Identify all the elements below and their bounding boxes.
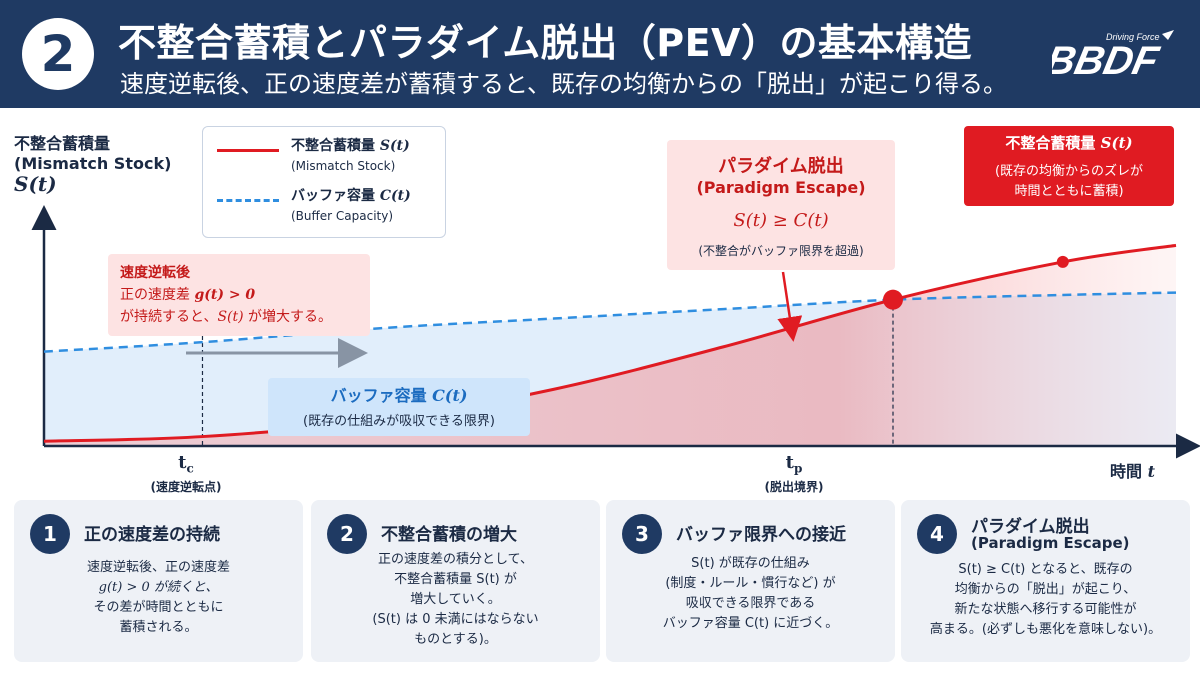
escape-point (883, 289, 903, 310)
legend-item-buffer: バッファ容量 C(t) (Buffer Capacity) (217, 185, 439, 231)
escape-pointer-arrow (777, 271, 803, 342)
step-card-4: 4 パラダイム脱出 (Paradigm Escape) S(t) ≥ C(t) … (901, 500, 1190, 662)
x-axis-label: 時間 t (1110, 462, 1155, 481)
mismatch-stock-line (43, 243, 1177, 443)
chart-legend: 不整合蓄積量 S(t) (Mismatch Stock) バッファ容量 C(t)… (202, 126, 446, 238)
y-axis-label: 不整合蓄積量 (Mismatch Stock) S(t) (14, 134, 172, 196)
step-card-3: 3 バッファ限界への接近 S(t) が既存の仕組み (制度・ルール・慣行など) … (606, 500, 895, 662)
speed-reversal-note: 速度逆転後 正の速度差 g(t) > 0 が持続すると、S(t) が増大する。 (108, 254, 370, 336)
tick-tp: tp (脱出境界) (764, 452, 824, 494)
header-bar: 2 不整合蓄積とパラダイム脱出（PEV）の基本構造 速度逆転後、正の速度差が蓄積… (0, 0, 1200, 108)
mismatch-stock-note: 不整合蓄積量 S(t) (既存の均衡からのズレが 時間とともに蓄積) (964, 126, 1174, 206)
section-number-badge: 2 (22, 18, 94, 90)
legend-dashed-line (217, 199, 279, 202)
step-card-2: 2 不整合蓄積の増大 正の速度差の積分として、 不整合蓄積量 S(t) が 増大… (311, 500, 600, 662)
legend-solid-line (217, 149, 279, 152)
logo-text: BBDF (1052, 37, 1164, 82)
paradigm-escape-note: パラダイム脱出 (Paradigm Escape) S(t) ≥ C(t) (不… (667, 140, 895, 270)
buffer-capacity-note: バッファ容量 C(t) (既存の仕組みが吸収できる限界) (268, 378, 530, 436)
page-subtitle: 速度逆転後、正の速度差が蓄積すると、既存の均衡からの「脱出」が起こり得る。 (120, 70, 1008, 98)
buffer-capacity-line (43, 291, 1177, 353)
bbdf-logo-icon: BBDF Driving Force (1052, 30, 1174, 83)
tick-tc: tc (速度逆転点) (150, 452, 222, 494)
mismatch-chart (31, 205, 1200, 459)
mismatch-stock-area (44, 245, 1176, 446)
logo-tagline: Driving Force (1106, 32, 1160, 42)
step-card-1: 1 正の速度差の持続 速度逆転後、正の速度差 g(t) > 0 が続くと、 その… (14, 500, 303, 662)
stock-marker-point (1056, 255, 1069, 268)
page-title: 不整合蓄積とパラダイム脱出（PEV）の基本構造 (118, 21, 972, 65)
legend-item-mismatch: 不整合蓄積量 S(t) (Mismatch Stock) (217, 135, 439, 181)
